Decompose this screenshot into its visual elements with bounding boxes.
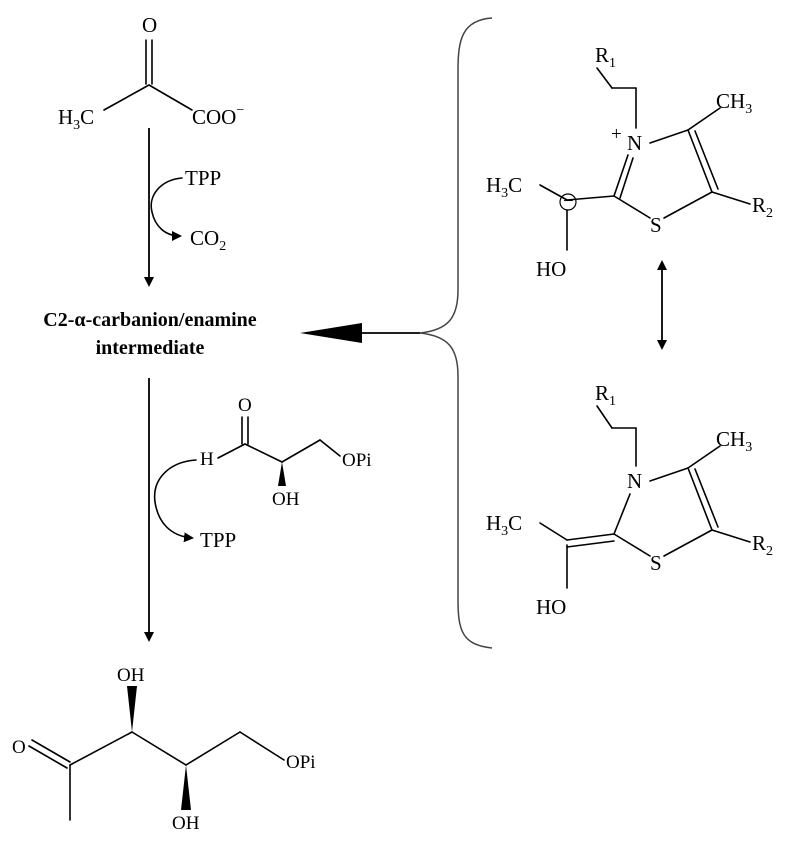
enamine-c2-calpha-bond-b (566, 540, 615, 548)
g3p-h-label: H (200, 449, 214, 470)
enamine-r1-bond-a (596, 405, 613, 429)
brace-to-intermediate-arrow (300, 323, 420, 343)
carbanion-c2n-bond-b (619, 157, 634, 199)
pyruvate-methyl-label: H3C (58, 105, 94, 133)
enamine-c2n-bond (613, 493, 631, 535)
enamine-sc2-bond (613, 533, 651, 557)
product-c5o-bond (239, 731, 285, 761)
enamine-c4c5-bond-b (694, 468, 719, 528)
g3p-structure: O H OH OPi (200, 395, 372, 510)
methyl-bond (103, 84, 150, 111)
product-wedge-top (127, 686, 137, 732)
step1-co2-label: CO2 (190, 226, 226, 254)
g3p-oh-label: OH (272, 489, 300, 510)
carbanion-h3c-label: H3C (486, 173, 522, 201)
carbanion-n-c4-bond (649, 129, 689, 144)
enamine-r1-label: R1 (595, 381, 616, 409)
carbanion-s-label: S (650, 213, 662, 237)
intermediate-line2: intermediate (96, 337, 205, 359)
enamine-c5s-bond (663, 529, 713, 557)
intermediate-label-group: C2-α-carbanion/enamine intermediate (43, 309, 257, 359)
carbanion-ch3-label: CH3 (716, 89, 752, 117)
carbanion-methyl2-bond (539, 184, 568, 201)
enamine-n-label: N (627, 469, 642, 493)
carbanion-sc2-bond (613, 195, 651, 219)
enamine-methyl2-bond (539, 522, 568, 541)
carbanion-r1-bond-a (596, 67, 613, 89)
pyruvate-carboxylate-label: COO− (192, 103, 244, 129)
enamine-n-c4-bond (649, 467, 689, 482)
enamine-c2-calpha-bond-a (566, 533, 615, 541)
carbanion-r1-label: R1 (595, 43, 616, 71)
product-opi-label: OPi (286, 752, 316, 773)
carbanion-methyl-bond (687, 107, 721, 131)
g3p-o-label: O (238, 395, 252, 416)
carbanion-c2n-bond-a (613, 154, 629, 197)
product-oh-bottom-label: OH (172, 813, 200, 834)
product-carbonyl-b (28, 745, 68, 769)
product-c3c4-bond (131, 731, 187, 766)
step1-curved-arrow (150, 177, 183, 241)
product-o-label: O (12, 737, 26, 758)
g3p-c3o-bond (319, 439, 341, 457)
enamine-r2-label: R2 (752, 531, 773, 559)
enamine-methyl-bond (687, 445, 721, 469)
product-c2c3-bond (69, 731, 133, 766)
enamine-s-label: S (650, 551, 662, 575)
carbanion-c4c5-bond-b (694, 130, 719, 190)
enamine-structure: R1 N CH3 R2 S H3C HO (486, 381, 773, 619)
enamine-h3c-label: H3C (486, 511, 522, 539)
product-carbonyl-a (31, 739, 71, 763)
decarboxylation-step: TPP CO2 (144, 128, 226, 287)
carbanion-c2-calpha-bond (566, 195, 615, 201)
product-structure: O OH OH OPi (12, 665, 316, 834)
carbanion-r2-bond (711, 191, 751, 205)
product-wedge-bottom (181, 765, 191, 810)
enamine-ho-label: HO (536, 595, 566, 619)
carbanion-structure: R1 + N CH3 R2 S − H3C HO (486, 43, 773, 281)
pyruvate-o-label: O (142, 13, 157, 37)
carbanion-charge-circle (559, 193, 577, 211)
carbanion-r2-label: R2 (752, 193, 773, 221)
step2-tpp-label: TPP (200, 528, 236, 552)
carbanion-c5s-bond (663, 191, 713, 219)
g3p-opi-label: OPi (342, 450, 372, 471)
pointer-head (300, 323, 362, 343)
product-oh-top-label: OH (117, 665, 145, 686)
step1-tpp-label: TPP (185, 166, 221, 190)
product-c4c5-bond (185, 731, 241, 766)
g3p-c1c2-bond (244, 443, 283, 463)
step2-curved-arrow (153, 459, 197, 543)
carbanion-c4c5-bond-a (687, 129, 713, 193)
enamine-ch3-label: CH3 (716, 427, 752, 455)
enamine-r2-bond (711, 529, 751, 543)
carbanion-minus-label: − (563, 191, 574, 212)
resonance-brace (419, 17, 493, 649)
carboxyl-bond (148, 84, 193, 111)
enamine-c4c5-bond-a (687, 467, 713, 531)
g3p-c2c3-bond (281, 439, 321, 463)
carbanion-n-label: N (627, 131, 642, 155)
g3p-wedge (278, 462, 286, 486)
carbanion-ho-label: HO (536, 257, 566, 281)
intermediate-line1: C2-α-carbanion/enamine (43, 309, 257, 331)
condensation-step: O H OH OPi TPP (144, 378, 372, 642)
carbanion-plus-label: + (611, 124, 622, 145)
pyruvate-structure: O H3C COO− (58, 13, 244, 133)
g3p-aldehyde-bond (217, 443, 246, 459)
